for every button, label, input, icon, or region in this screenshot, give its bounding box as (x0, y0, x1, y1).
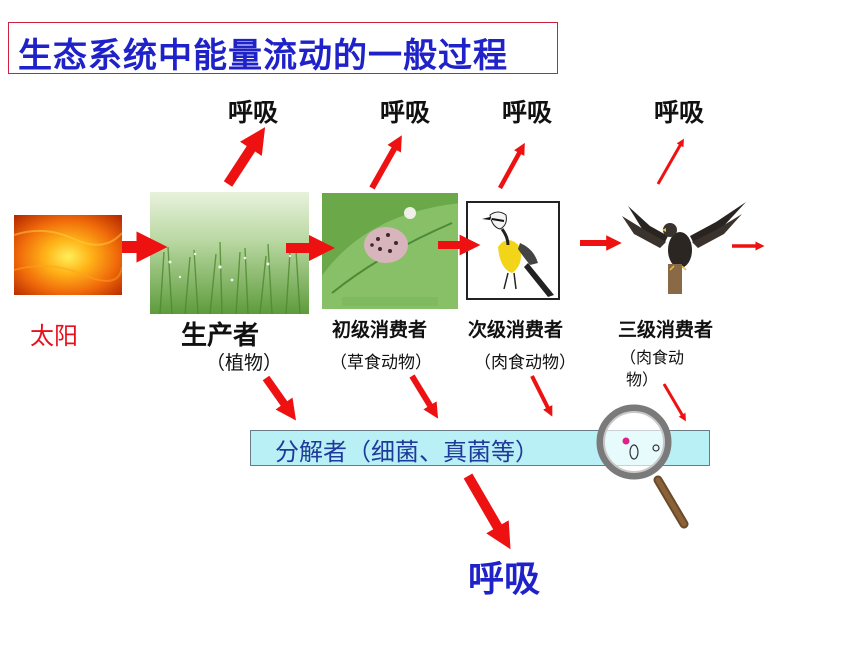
insect-leaf-image (322, 193, 458, 309)
sun-label: 太阳 (30, 322, 78, 350)
decomposer-respiration-label: 呼吸 (468, 559, 541, 600)
arrow-primary-decomposer (409, 374, 439, 419)
arrow-tertiary-respiration (656, 138, 684, 185)
decomposer-label: 分解者（细菌、真菌等） (275, 438, 539, 466)
arrow-primary-respiration (369, 135, 402, 190)
page-title: 生态系统中能量流动的一般过程 (18, 36, 508, 76)
tertiary-label: 三级消费者 (618, 319, 714, 341)
primary-sub: （草食动物） (330, 353, 432, 373)
respiration-label-producer: 呼吸 (228, 98, 279, 127)
title-box (8, 22, 558, 74)
arrow-secondary-decomposer (530, 375, 553, 417)
grass-image (150, 192, 309, 314)
respiration-label-tertiary: 呼吸 (654, 98, 705, 127)
arrow-secondary-respiration (498, 142, 525, 190)
producer-sub: （植物） (206, 352, 283, 374)
bird-image (466, 201, 560, 300)
arrow-decomposer-respiration (463, 473, 511, 550)
sun-image (14, 215, 122, 295)
secondary-sub: （肉食动物） (474, 353, 576, 373)
producer-label: 生产者 (181, 321, 260, 351)
arrow-producer-respiration (223, 127, 266, 187)
arrow-producer-decomposer (262, 375, 296, 421)
eagle-image (620, 196, 748, 296)
tertiary-sub-line2: 物） (626, 370, 659, 389)
respiration-label-primary: 呼吸 (380, 98, 431, 127)
magnifier-icon (596, 404, 689, 529)
secondary-label: 次级消费者 (468, 319, 564, 341)
tertiary-sub-line1: （肉食动 (620, 348, 685, 367)
primary-label: 初级消费者 (332, 319, 428, 341)
respiration-label-secondary: 呼吸 (502, 98, 553, 127)
arrow-tertiary-decomposer (662, 383, 686, 422)
